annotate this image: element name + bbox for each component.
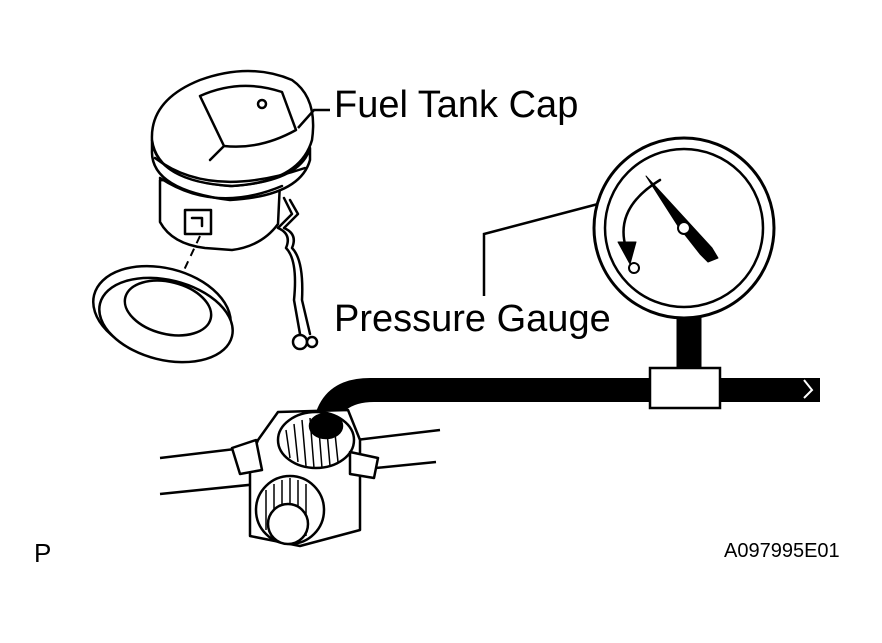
- cap-leader-line: [297, 108, 330, 129]
- fuel-tank-cap-label: Fuel Tank Cap: [334, 84, 579, 126]
- hose-assembly: [312, 366, 820, 434]
- pressure-gauge-label: Pressure Gauge: [334, 298, 611, 340]
- figure-id: A097995E01: [724, 540, 840, 562]
- pressure-gauge-illustration: [592, 136, 776, 373]
- gauge-leader-line: [482, 202, 599, 296]
- fuel-line-fitting: [159, 408, 441, 548]
- fuel-tank-cap-illustration: [150, 69, 319, 351]
- gasket-ring-illustration: [92, 264, 234, 364]
- corner-mark: P: [34, 538, 52, 568]
